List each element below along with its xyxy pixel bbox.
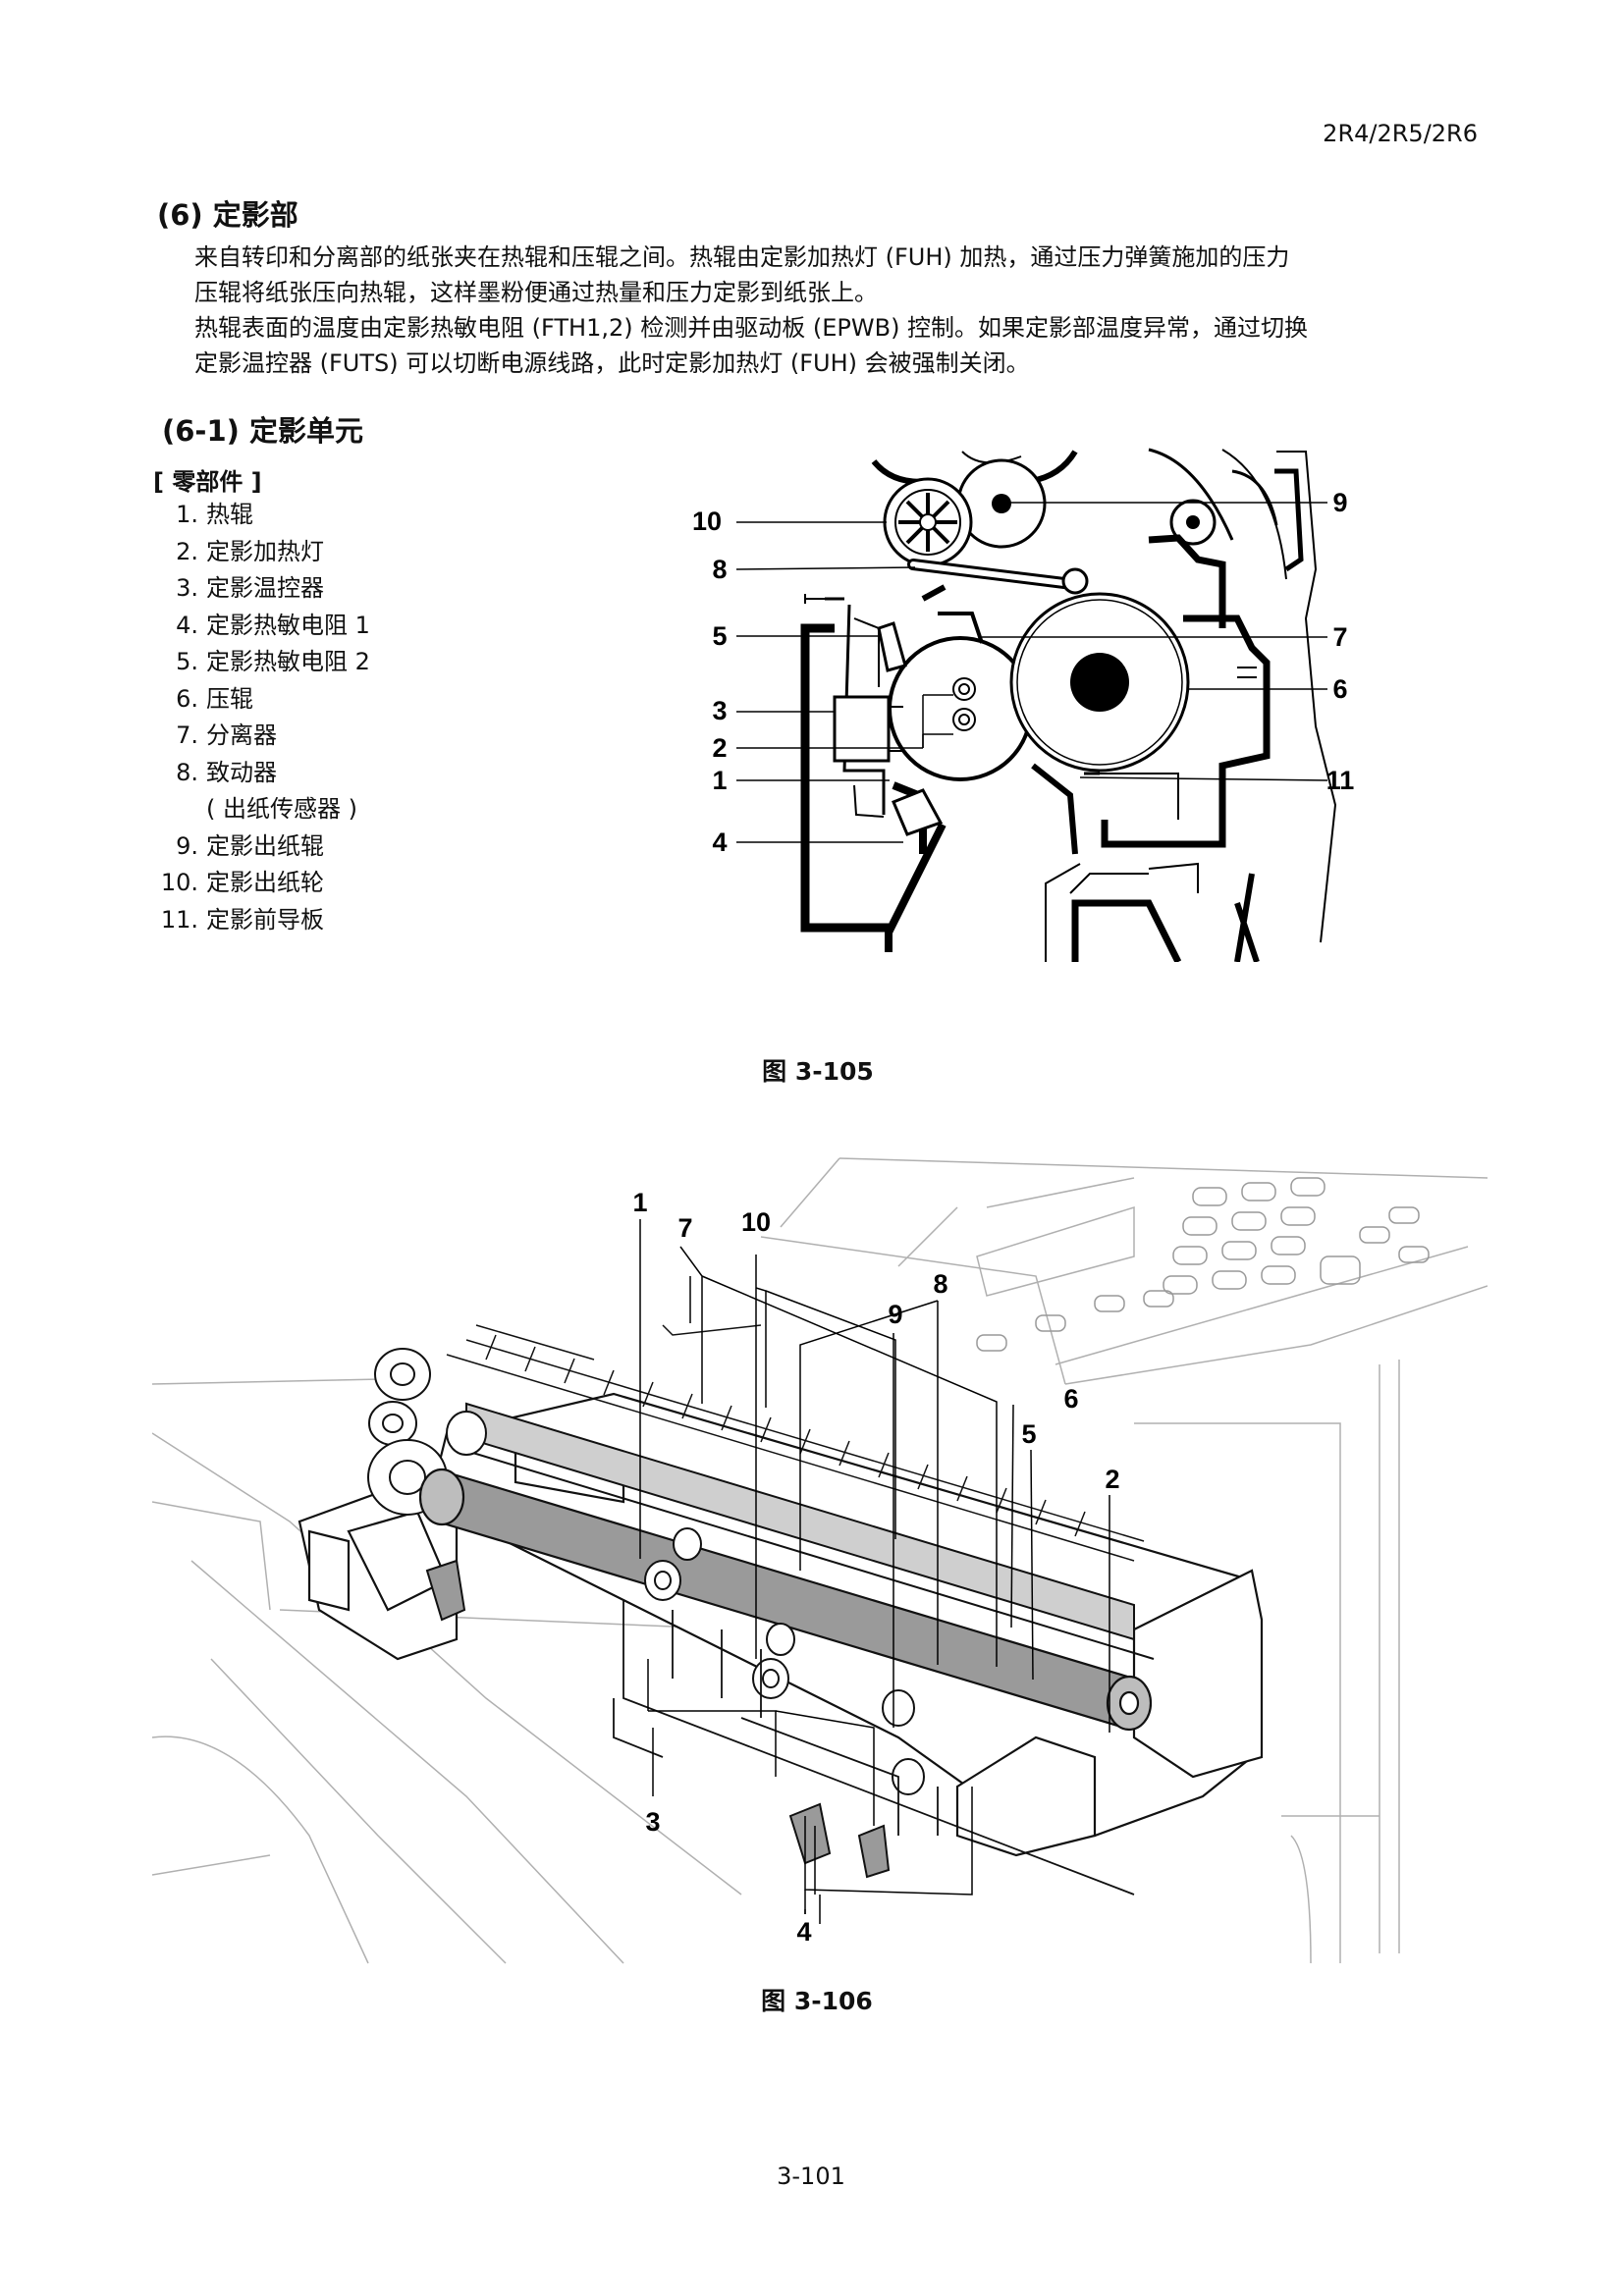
parts-list-item: 2.定影加热灯	[176, 537, 324, 565]
callout-9: 9	[888, 1300, 902, 1329]
callout-4: 4	[712, 828, 727, 857]
paragraph-line-3: 热辊表面的温度由定影热敏电阻 (FTH1,2) 检测并由驱动板 (EPWB) 控…	[194, 314, 1309, 342]
callout-8: 8	[712, 555, 727, 584]
callout-1: 1	[712, 766, 727, 795]
parts-heading: [ 零部件 ]	[153, 468, 262, 496]
parts-list-item: 10.定影出纸轮	[160, 869, 324, 896]
parts-list-item: 4.定影热敏电阻 1	[176, 611, 370, 639]
paragraph-line-4: 定影温控器 (FUTS) 可以切断电源线路，此时定影加热灯 (FUH) 会被强制…	[194, 349, 1030, 377]
callout-11: 11	[1326, 766, 1355, 795]
callout-10: 10	[741, 1207, 771, 1237]
callout-2: 2	[712, 733, 727, 763]
fuser-cross-section-diagram: 10 8 5 3 2 1 4 9 7 6 11	[692, 448, 1355, 962]
parts-list-item: 8.致动器	[176, 758, 277, 786]
parts-list-item: 6.压辊	[176, 684, 253, 713]
figure-caption-3-105: 图 3-105	[762, 1057, 874, 1086]
page-number: 3-101	[777, 2163, 845, 2190]
callout-4: 4	[796, 1917, 811, 1947]
header-model-number: 2R4/2R5/2R6	[1323, 120, 1478, 147]
figure-caption-3-106: 图 3-106	[761, 1987, 873, 2015]
callout-1: 1	[632, 1188, 647, 1217]
section-title: (6) 定影部	[157, 198, 298, 232]
callout-6: 6	[1063, 1384, 1078, 1414]
paragraph-line-2: 压辊将纸张压向热辊，这样墨粉便通过热量和压力定影到纸张上。	[194, 279, 878, 306]
parts-list-item: 5.定影热敏电阻 2	[176, 648, 370, 675]
callout-7: 7	[677, 1213, 692, 1243]
parts-list-item: 9.定影出纸辊	[176, 831, 324, 860]
parts-list-item: 11.定影前导板	[160, 905, 324, 934]
parts-list-item: 1.热辊	[176, 501, 253, 528]
callout-7: 7	[1332, 622, 1347, 652]
parts-list-item: 3.定影温控器	[176, 574, 324, 602]
subsection-title: (6-1) 定影单元	[162, 414, 363, 448]
parts-list-item: ( 出纸传感器 )	[206, 795, 357, 823]
parts-list-item: 7.分离器	[176, 721, 277, 749]
callout-10: 10	[692, 507, 722, 536]
callout-5: 5	[1021, 1419, 1036, 1449]
callout-9: 9	[1332, 488, 1347, 517]
paragraph-line-1: 来自转印和分离部的纸张夹在热辊和压辊之间。热辊由定影加热灯 (FUH) 加热，通…	[194, 243, 1290, 271]
callout-3: 3	[645, 1807, 660, 1837]
parts-list: 1.热辊 2.定影加热灯 3.定影温控器 4.定影热敏电阻 1 5.定影热敏电阻…	[149, 497, 370, 938]
callout-5: 5	[712, 621, 727, 651]
callout-3: 3	[712, 696, 727, 725]
callout-6: 6	[1332, 674, 1347, 704]
callout-2: 2	[1105, 1465, 1119, 1494]
fuser-unit-3d-diagram: 1 7 10 8 9 6 5 2 3 4	[152, 1157, 1488, 1964]
callout-8: 8	[933, 1269, 947, 1299]
